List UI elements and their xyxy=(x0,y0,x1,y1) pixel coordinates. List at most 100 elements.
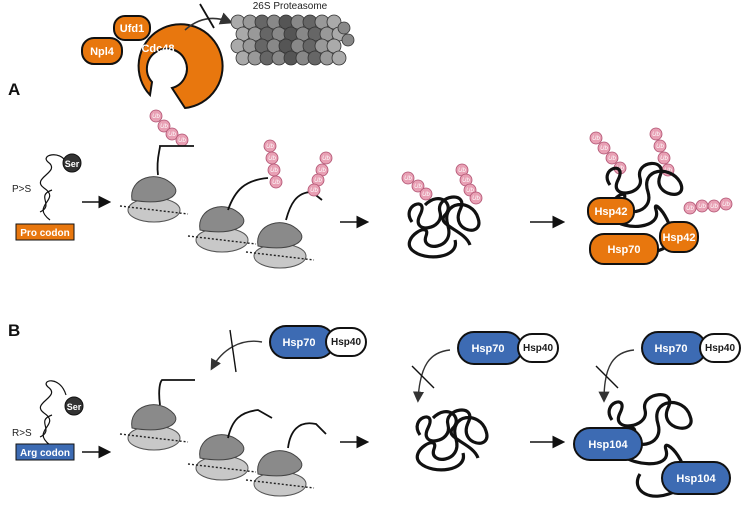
serine-label-b: Ser xyxy=(67,402,82,412)
ribosome xyxy=(119,176,189,223)
hsp70-b1-label: Hsp70 xyxy=(282,337,315,349)
ubiquitin-label: Ub xyxy=(608,156,616,162)
serine-label-a: Ser xyxy=(65,159,80,169)
hsp70-b3-label: Hsp70 xyxy=(654,343,687,355)
ubiquitin-label: Ub xyxy=(466,188,474,194)
ubiquitin-label: Ub xyxy=(698,204,706,210)
ubiquitin-label: Ub xyxy=(660,156,668,162)
ubiquitin-label: Ub xyxy=(272,180,280,186)
aggregate-a xyxy=(407,195,481,259)
ribosome xyxy=(187,434,257,481)
proteasome xyxy=(230,14,355,66)
ubiquitin-label: Ub xyxy=(710,204,718,210)
nascent-chains-a xyxy=(156,145,323,221)
ubiquitin-label: Ub xyxy=(592,136,600,142)
aggregate-b2 xyxy=(607,393,693,498)
hsp42-b-shape xyxy=(659,221,699,253)
mutation-label-b: R>S xyxy=(12,428,32,439)
ubiquitin-label: Ub xyxy=(266,144,274,150)
hsp40-b2-label: Hsp40 xyxy=(523,343,553,354)
proteasome-subunit xyxy=(341,33,355,47)
serine-residue-a xyxy=(62,153,82,173)
ubiquitin-label: Ub xyxy=(270,168,278,174)
ubiquitin-bead xyxy=(165,127,179,141)
ribosome xyxy=(187,206,257,253)
cdc48-label: Cdc48 xyxy=(141,43,174,55)
ubiquitin-bead xyxy=(469,191,483,205)
ubiquitin-label: Ub xyxy=(458,168,466,174)
nascent-chains-b xyxy=(158,379,327,449)
hsp42-a-shape xyxy=(587,197,635,225)
ubiquitin-label: Ub xyxy=(414,184,422,190)
ubiquitin-label: Ub xyxy=(652,132,660,138)
ubiquitin-label: Ub xyxy=(322,156,330,162)
ubiquitin-bead xyxy=(649,127,663,141)
serine-residue-b xyxy=(64,396,84,416)
ubiquitin-label: Ub xyxy=(314,178,322,184)
ubiquitin-label: Ub xyxy=(152,114,160,120)
cdc48-ring xyxy=(137,23,224,110)
panel-b-label: B xyxy=(8,321,20,340)
hsp104-a-shape xyxy=(573,427,643,461)
arg-codon-box xyxy=(15,443,75,461)
ubiquitin-bead xyxy=(605,151,619,165)
arg-codon-label: Arg codon xyxy=(20,448,70,459)
ubiquitin-bead xyxy=(319,151,333,165)
ubiquitin-bead xyxy=(657,151,671,165)
hsp40-b1-label: Hsp40 xyxy=(331,337,361,348)
ubiquitin-label: Ub xyxy=(600,146,608,152)
aggregate-a2 xyxy=(605,161,684,255)
hsp104-b-shape xyxy=(661,461,731,495)
arrow-b-chap2-bar xyxy=(411,365,435,389)
ubiquitin-label: Ub xyxy=(168,132,176,138)
cdc48-complex: Cdc48 Npl4 Ufd1 xyxy=(81,15,224,110)
ubiquitin-bead xyxy=(419,187,433,201)
block-bar xyxy=(199,3,215,29)
ribosome xyxy=(245,450,315,497)
hsp104-a-label: Hsp104 xyxy=(588,439,628,451)
proteasome-label: 26S Proteasome xyxy=(253,1,328,12)
panel-a-label: A xyxy=(8,80,20,99)
ubiquitin-bead xyxy=(401,171,415,185)
hsp40-b3-shape xyxy=(699,333,741,363)
ubiquitin-label: Ub xyxy=(160,124,168,130)
proteasome-subunit xyxy=(337,21,351,35)
proteasome-subunit xyxy=(331,50,347,66)
pro-codon-box xyxy=(15,223,75,241)
hsp70-a-shape xyxy=(589,233,659,265)
ubiquitin-bead xyxy=(157,119,171,133)
ribosome xyxy=(119,404,189,451)
arrow-b-chap1-bar xyxy=(229,329,237,373)
ubiquitin-label: Ub xyxy=(656,144,664,150)
hsp42-b-label: Hsp42 xyxy=(662,232,695,244)
ubiquitin-label: Ub xyxy=(722,202,730,208)
hsp70-a-label: Hsp70 xyxy=(607,244,640,256)
ubiquitin-label: Ub xyxy=(318,168,326,174)
npl4-domain xyxy=(81,37,123,65)
ubiquitin-label: Ub xyxy=(404,176,412,182)
ubiquitin-bead xyxy=(411,179,425,193)
ubiquitin-bead xyxy=(597,141,611,155)
arrow-b-chap2 xyxy=(412,349,451,403)
ubiquitin-label: Ub xyxy=(472,196,480,202)
hsp40-b3-label: Hsp40 xyxy=(705,343,735,354)
ribosomes-a xyxy=(119,176,315,269)
ubiquitin-bead xyxy=(653,139,667,153)
peptide-b xyxy=(39,380,67,446)
ubiquitin-label: Ub xyxy=(686,206,694,212)
hsp104-b-label: Hsp104 xyxy=(676,473,716,485)
hsp70-b2-label: Hsp70 xyxy=(471,343,504,355)
ubiquitin-label: Ub xyxy=(310,188,318,194)
ubiquitin-label: Ub xyxy=(178,138,186,144)
mutation-label-a: P>S xyxy=(12,184,32,195)
ribosome xyxy=(245,222,315,269)
ubiquitin-bead xyxy=(149,109,163,123)
ribosomes-b xyxy=(119,404,315,497)
ubiquitin-bead xyxy=(589,131,603,145)
arrow-b-chap1 xyxy=(210,340,263,371)
ubiquitin-label: Ub xyxy=(268,156,276,162)
ubiquitin-label: Ub xyxy=(462,178,470,184)
